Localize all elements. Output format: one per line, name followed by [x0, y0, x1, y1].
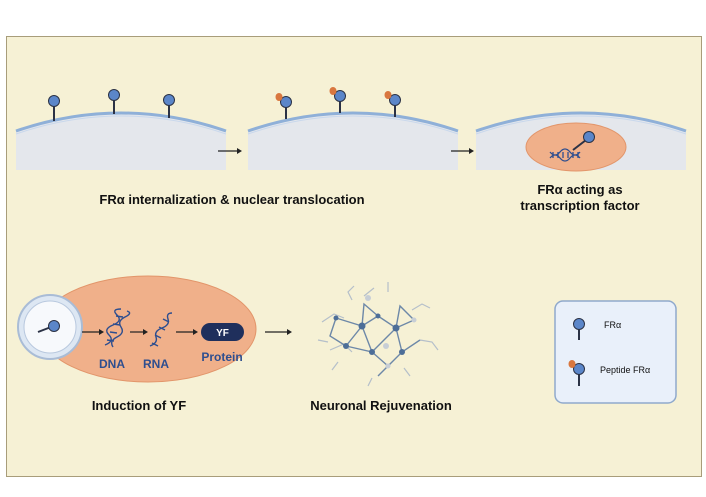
receptor-peptide-fra: [275, 93, 292, 119]
arrow-right: [130, 329, 148, 335]
rna-strand-icon: [149, 312, 173, 347]
label-dna: DNA: [99, 357, 125, 371]
arrow-right: [218, 148, 242, 154]
receptor-peptide-fra: [329, 87, 346, 113]
label-induction: Induction of YF: [92, 398, 186, 413]
cell-membrane-2: [247, 111, 459, 170]
arrow-right: [451, 148, 474, 154]
dna-helix-icon: [104, 308, 131, 348]
cell-membrane-1: [15, 111, 227, 170]
label-protein: Protein: [201, 350, 242, 364]
protein-yf-pill: YF: [201, 323, 244, 341]
receptor-fra: [108, 89, 120, 114]
arrow-right: [176, 329, 198, 335]
legend-box: FRα Peptide FRα: [554, 300, 677, 404]
receptor-fra: [163, 94, 175, 118]
cell-magnified-icon: [17, 294, 83, 360]
legend-peptide-fra-label: Peptide FRα: [600, 365, 650, 375]
legend-fra-icon: [573, 318, 585, 340]
receptor-fra: [572, 131, 595, 151]
arrow-right: [82, 329, 104, 335]
label-internalization: FRα internalization & nuclear translocat…: [99, 192, 364, 207]
label-tf-line1: FRα acting as: [537, 182, 622, 197]
arrow-right: [265, 329, 292, 335]
label-tf-line2: transcription factor: [520, 198, 639, 213]
label-rejuvenation: Neuronal Rejuvenation: [310, 398, 452, 413]
legend-peptide-fra-icon: [568, 360, 585, 386]
legend-fra-label: FRα: [604, 320, 621, 330]
receptor-peptide-fra: [384, 91, 401, 117]
neuron-network-icon: [317, 282, 439, 387]
label-rna: RNA: [143, 357, 169, 371]
receptor-fra: [48, 95, 60, 121]
label-yf: YF: [216, 328, 229, 339]
dna-helix-icon: [549, 148, 581, 162]
